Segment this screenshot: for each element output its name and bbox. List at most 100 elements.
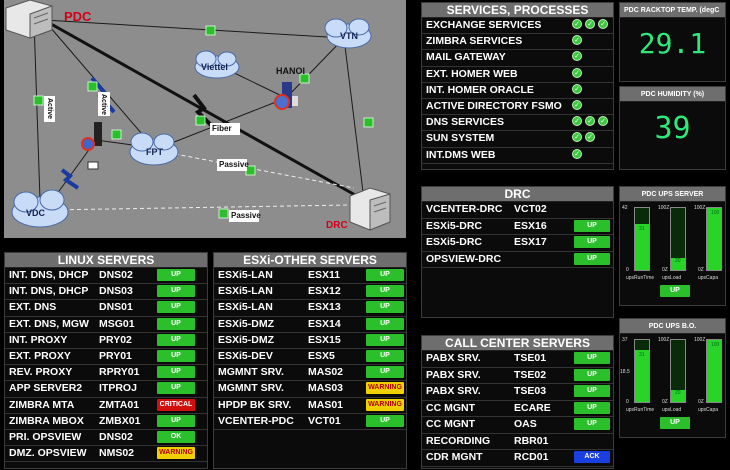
server-host: PRY02 <box>99 333 132 346</box>
gauge-capacity: 100 <box>706 339 722 403</box>
server-host: RPRY01 <box>99 366 140 379</box>
drc-label: DRC <box>326 220 348 231</box>
server-host: ESX11 <box>308 269 341 281</box>
server-host: RCD01 <box>514 451 549 463</box>
status-badge[interactable]: UP <box>157 414 195 427</box>
services-title: SERVICES, PROCESSES <box>422 3 613 18</box>
gauge-runtime: 31 <box>634 339 650 403</box>
status-badge[interactable]: UP <box>366 269 404 281</box>
status-badge[interactable]: UP <box>574 219 610 232</box>
link-label-active: Active <box>100 94 107 116</box>
label-bg <box>44 96 55 122</box>
drc-server-icon <box>349 187 391 231</box>
status-badge[interactable]: UP <box>157 349 195 362</box>
status-badge[interactable]: UP <box>574 352 610 364</box>
check-icon: ✓ <box>585 116 595 127</box>
status-badge[interactable]: UP <box>574 385 610 397</box>
status-badge[interactable]: UP <box>157 269 195 281</box>
linux-servers-title: LINUX SERVERS <box>5 253 207 268</box>
status-badge[interactable]: UP <box>157 285 195 298</box>
status-badge[interactable]: UP <box>574 252 610 265</box>
server-host: ESX16 <box>514 219 547 232</box>
network-links <box>5 0 391 231</box>
temp-value: 29.1 <box>638 27 707 60</box>
status-badge[interactable]: WARNING <box>366 398 404 411</box>
server-host: MAS02 <box>308 366 344 379</box>
status-badge[interactable]: UP <box>366 414 404 427</box>
status-badge[interactable]: UP <box>157 366 195 379</box>
status-badge[interactable]: UP <box>157 382 195 395</box>
gauge-value: 31 <box>639 225 645 232</box>
status-badge[interactable]: WARNING <box>157 447 195 460</box>
server-host: DNS03 <box>99 285 133 298</box>
server-role: PABX SRV. <box>426 385 481 397</box>
link-label-passive: Passive <box>219 160 249 169</box>
status-badge[interactable]: ACK <box>574 451 610 463</box>
status-badge[interactable]: UP <box>366 333 404 346</box>
status-badge[interactable]: UP <box>157 317 195 330</box>
status-badge[interactable]: UP <box>157 301 195 314</box>
server-host: OAS <box>514 418 537 430</box>
status-badge[interactable]: UP <box>366 285 404 298</box>
status-badge[interactable]: UP <box>574 368 610 381</box>
pdc-label: PDC <box>64 9 92 24</box>
ups-status-badge[interactable]: UP <box>660 285 690 297</box>
server-role: ESXi5-DMZ <box>218 317 275 330</box>
status-badge[interactable]: UP <box>574 236 610 248</box>
status-badge[interactable]: UP <box>366 349 404 362</box>
fiber-bolt <box>192 93 216 130</box>
status-badge[interactable]: CRITICAL <box>157 398 195 411</box>
status-badge[interactable]: UP <box>366 366 404 379</box>
gauge-name: upsLoad <box>662 407 682 413</box>
check-icon: ✓ <box>585 19 595 29</box>
status-badge[interactable]: UP <box>574 401 610 414</box>
viettel-label: Viettel <box>201 62 228 72</box>
vtn-label: VTN <box>340 31 358 41</box>
status-badge[interactable]: UP <box>157 333 195 346</box>
server-role: INT. PROXY <box>9 333 68 346</box>
server-host: ESX13 <box>308 301 341 314</box>
status-badge[interactable]: OK <box>157 430 195 443</box>
server-row[interactable]: INT. PROXY PRY02 UP <box>5 333 207 349</box>
ups-status-badge[interactable]: UP <box>660 417 690 429</box>
gauge-value: 20 <box>675 258 681 264</box>
status-badge[interactable]: WARNING <box>366 382 404 395</box>
cloud-fpt-icon <box>129 132 179 166</box>
status-badge[interactable]: UP <box>574 418 610 430</box>
service-row: INT.DMS WEB✓ <box>422 148 613 164</box>
status-badge[interactable]: UP <box>366 301 404 314</box>
status-badge[interactable]: UP <box>366 317 404 330</box>
